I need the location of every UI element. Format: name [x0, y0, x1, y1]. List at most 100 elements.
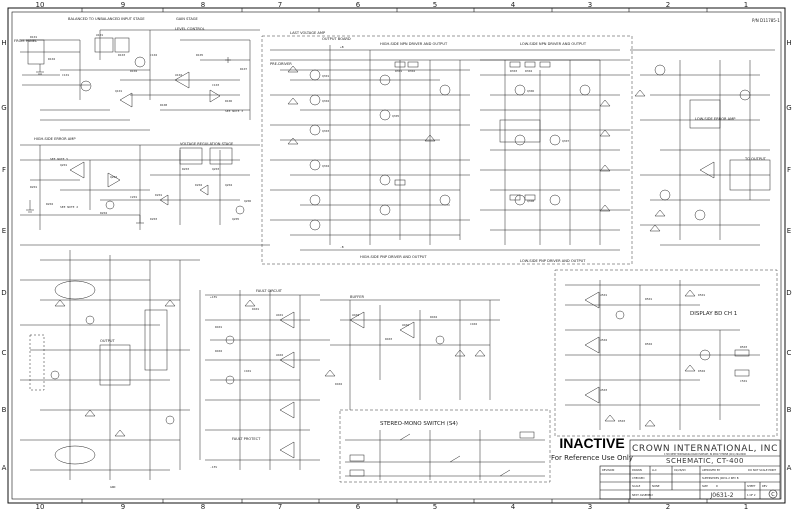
row-letter: B — [787, 406, 792, 414]
label-low-side-npn: LOW-SIDE NPN DRIVER AND OUTPUT — [520, 42, 587, 46]
row-letter: A — [787, 464, 792, 472]
note-label: SEE NOTE 2 — [60, 205, 78, 209]
ref-designator: D501 — [698, 293, 705, 297]
ref-designator: R402 — [215, 349, 222, 353]
note-label: -B — [340, 245, 344, 249]
row-letter: G — [786, 104, 791, 112]
output-board-frame — [261, 35, 633, 265]
label-last-voltage-amp: LAST VOLTAGE AMP — [290, 31, 326, 35]
ref-designator: R201 — [30, 185, 37, 189]
company-address: 1718 WEST MISHAWAKA ROAD ELKHART, IN 465… — [664, 453, 746, 456]
col-number: 2 — [666, 1, 670, 9]
ref-designator: U102 — [175, 73, 182, 77]
note-label: SEE NOTE 3 — [225, 109, 243, 113]
drawn-value: LLC — [652, 468, 657, 472]
rev-value: C — [771, 492, 775, 498]
ref-designator: R302 — [408, 69, 415, 73]
scale-label: SCALE — [632, 484, 641, 488]
ref-designator: R303 — [510, 69, 517, 73]
label-low-side-pnp: LOW-SIDE PNP DRIVER AND OUTPUT — [520, 259, 586, 263]
inactive-stamp: INACTIVE — [559, 435, 624, 451]
label-balanced-input: BALANCED TO UNBALANCED INPUT STAGE — [68, 17, 145, 21]
display-board-frame — [554, 269, 778, 437]
ref-designator: R202 — [46, 202, 53, 206]
fault-region — [205, 290, 500, 470]
col-number: 6 — [356, 1, 361, 9]
col-number: 5 — [433, 1, 437, 9]
rev-label: REV — [762, 484, 767, 488]
ref-designator: R304 — [525, 69, 532, 73]
col-number: 7 — [278, 503, 282, 511]
col-number: 2 — [666, 503, 670, 511]
row-letter: D — [786, 289, 791, 297]
protection-region — [20, 244, 270, 480]
ref-designator: U502 — [600, 338, 607, 342]
row-letter: B — [2, 406, 7, 414]
column-ruler: 10 9 8 7 6 5 4 3 2 1 10 9 8 7 6 5 4 3 2 … — [36, 1, 749, 511]
ref-designator: R203 — [182, 167, 189, 171]
ref-designator: R501 — [645, 297, 652, 301]
note-label: -15V — [210, 465, 217, 469]
label-buffer: BUFFER — [350, 295, 365, 299]
ref-designator: Q201 — [60, 163, 67, 167]
label-high-side-npn: HIGH-SIDE NPN DRIVER AND OUTPUT — [380, 42, 448, 46]
ref-designator: Q101 — [115, 89, 122, 93]
sheet-label: SHEET — [747, 484, 756, 488]
ref-designator: R301 — [395, 69, 402, 73]
col-number: 4 — [511, 1, 516, 9]
ref-designator: R104 — [130, 69, 137, 73]
ref-designator: U501 — [600, 293, 607, 297]
ref-designator: Q307 — [562, 139, 569, 143]
sheet-value: 1 OF 2 — [747, 493, 756, 497]
note-label: +B — [340, 45, 344, 49]
ref-designator: C201 — [130, 195, 137, 199]
col-number: 6 — [356, 503, 361, 511]
ref-designator: Q205 — [232, 217, 239, 221]
col-number: 1 — [744, 1, 748, 9]
ref-designator: U401 — [276, 313, 283, 317]
ref-designator: Q308 — [527, 199, 534, 203]
ref-designator: C401 — [244, 369, 251, 373]
ref-designator: R204 — [100, 211, 107, 215]
label-fault-protect: FAULT PROTECT — [232, 437, 261, 441]
ref-designator: D503 — [618, 419, 625, 423]
ref-designator: Q206 — [244, 199, 251, 203]
ref-designator: Q204 — [225, 183, 232, 187]
col-number: 7 — [278, 1, 282, 9]
ref-designator: Q301 — [322, 74, 329, 78]
ref-designator: C101 — [62, 73, 69, 77]
col-number: 3 — [588, 503, 592, 511]
output-board-region — [270, 45, 630, 251]
drawing-title: SCHEMATIC, CT-400 — [666, 457, 744, 465]
ref-designator: Q202 — [110, 175, 117, 179]
ref-designator: R101 — [30, 35, 37, 39]
row-letter: E — [787, 227, 791, 235]
row-letter: C — [2, 349, 7, 357]
col-number: 10 — [36, 1, 45, 9]
ref-designator: Q306 — [527, 89, 534, 93]
note-label: SEE NOTE 5 — [50, 157, 68, 161]
size-label: SIZE — [702, 484, 708, 488]
row-letter: C — [787, 349, 792, 357]
label-pre-driver: PRE-DRIVER — [270, 62, 292, 66]
ref-designator: R502 — [645, 342, 652, 346]
ref-designator: R108 — [160, 103, 167, 107]
row-letter: G — [1, 104, 6, 112]
column-ticks — [81, 8, 708, 503]
reference-caption: For Reference Use Only — [551, 454, 633, 462]
input-stage-region — [20, 29, 260, 131]
replaces-note: SUPERSEDES J0631-2 REV B — [702, 476, 739, 480]
ref-designator: R106 — [225, 99, 232, 103]
size-value: D — [716, 484, 718, 488]
ref-designator: C103 — [212, 83, 219, 87]
stereo-mono-region — [345, 430, 545, 480]
ref-designator: Q305 — [392, 114, 399, 118]
ref-designator: C402 — [470, 322, 477, 326]
next-assembly-label: NEXT ASSEMBLY — [632, 493, 654, 497]
ref-designator: D502 — [698, 369, 705, 373]
ref-designator: R103 — [118, 53, 125, 57]
col-number: 9 — [121, 1, 125, 9]
ref-designator: C102 — [150, 53, 157, 57]
ref-designator: D401 — [252, 307, 259, 311]
